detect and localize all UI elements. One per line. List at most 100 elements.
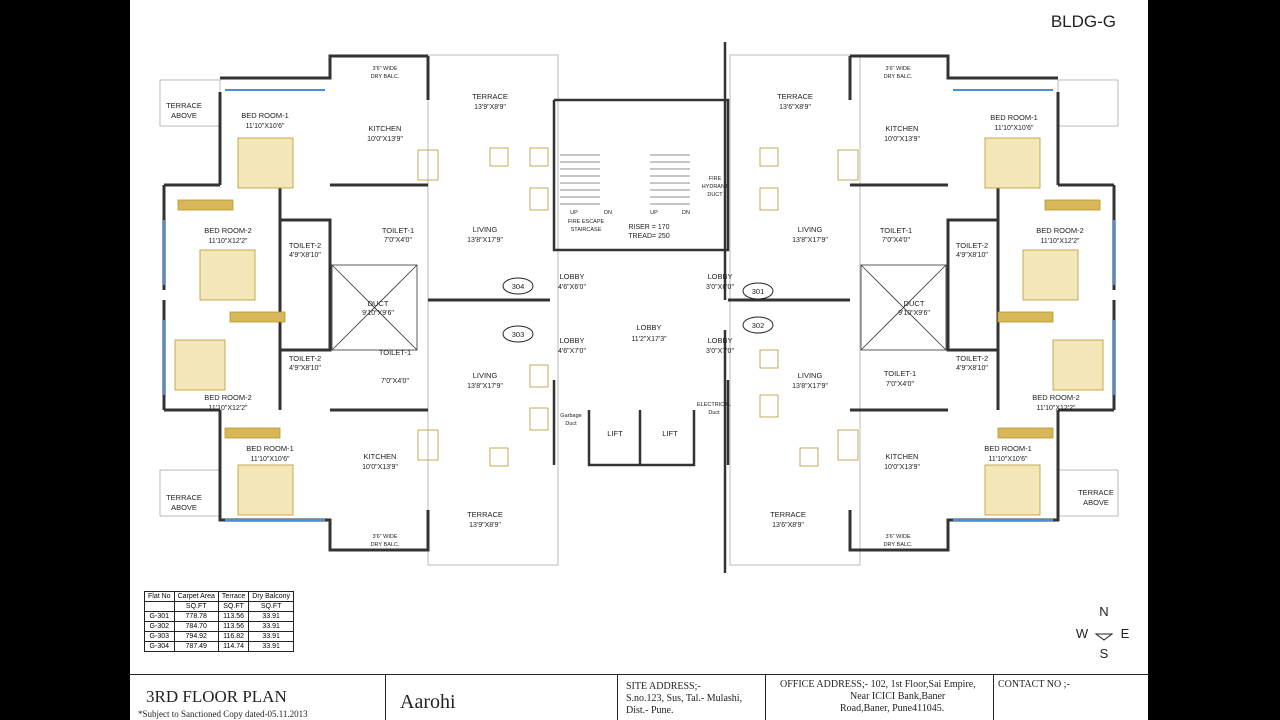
- kitchen-br: KITCHEN: [886, 452, 919, 461]
- lobby-302: LOBBY: [707, 336, 732, 345]
- living-tr-dim: 13'8"X17'9": [792, 237, 828, 244]
- site-address-3: Dist.- Pune.: [626, 705, 674, 716]
- table-cell: 113.56: [217, 611, 250, 622]
- terrace-above-br-2: ABOVE: [1083, 498, 1109, 507]
- bed2-tl: BED ROOM-2: [204, 226, 252, 235]
- bed2-br: BED ROOM-2: [1032, 393, 1080, 402]
- terrace-above-tl-2: ABOVE: [171, 111, 197, 120]
- bed1-tl: BED ROOM-1: [241, 111, 289, 120]
- compass-icon: N S W E: [1076, 604, 1130, 661]
- bed2-tl-dim: 11'10"X12'2": [208, 238, 248, 245]
- drybalc-tl-1: 3'6" WIDE: [372, 66, 397, 72]
- table-cell: 784.70: [173, 621, 219, 632]
- title-cell: 3RD FLOOR PLAN *Subject to Sanctioned Co…: [130, 675, 386, 720]
- living-br: LIVING: [798, 371, 823, 380]
- bed2-bl-dim: 11'10"X12'2": [208, 405, 248, 412]
- kitchen-tl: KITCHEN: [369, 124, 402, 133]
- terrace-tl: TERRACE: [472, 92, 508, 101]
- title-block: 3RD FLOOR PLAN *Subject to Sanctioned Co…: [130, 674, 1148, 720]
- toilet2-bl-dim: 4'9"X8'10": [289, 365, 321, 372]
- unit-cell: SQ.FT: [173, 601, 219, 612]
- table-cell: 33.91: [248, 631, 294, 642]
- unit-cell: [144, 601, 175, 612]
- lift-2: LIFT: [662, 429, 678, 438]
- table-cell: G-304: [144, 641, 175, 652]
- kitchen-tl-dim: 10'0"X13'9": [367, 136, 403, 143]
- bed1-tr: BED ROOM-1: [990, 113, 1038, 122]
- site-address-1: SITE ADDRESS;-: [626, 681, 701, 692]
- col-terrace: Terrace: [217, 591, 250, 602]
- toilet2-tl: TOILET-2: [289, 241, 321, 250]
- lobby-301: LOBBY: [707, 272, 732, 281]
- stair-up-left: UP: [570, 210, 578, 216]
- col-dry-balcony: Dry Balcony: [248, 591, 294, 602]
- kitchen-bl: KITCHEN: [364, 452, 397, 461]
- toilet2-bl: TOILET-2: [289, 354, 321, 363]
- table-row: G-302 784.70 113.56 33.91: [144, 621, 294, 632]
- drawing-title: 3RD FLOOR PLAN: [146, 687, 287, 706]
- drybalc-tr-1: 3'6" WIDE: [885, 66, 910, 72]
- bed1-br-dim: 11'10"X10'6": [988, 456, 1028, 463]
- terrace-tr: TERRACE: [777, 92, 813, 101]
- table-cell: 33.91: [248, 641, 294, 652]
- table-cell: G-301: [144, 611, 175, 622]
- toilet2-tr: TOILET-2: [956, 241, 988, 250]
- toilet1-br-dim: 7'0"X4'0": [886, 381, 914, 388]
- col-flat-no: Flat No: [144, 591, 175, 602]
- fire-escape-2: STAIRCASE: [571, 227, 602, 233]
- living-bl-dim: 13'8"X17'9": [467, 383, 503, 390]
- terrace-tr-dim: 13'6"X8'9": [779, 104, 811, 111]
- lobby-central-dim: 11'2"X17'3": [631, 336, 667, 343]
- bed2-tr: BED ROOM-2: [1036, 226, 1084, 235]
- stair-dn-left: DN: [604, 210, 612, 216]
- unit-cell: SQ.FT: [217, 601, 250, 612]
- drybalc-bl-1: 3'6" WIDE: [372, 534, 397, 540]
- compass-s: S: [1100, 646, 1109, 661]
- lobby-301-dim: 3'0"X6'0": [706, 284, 734, 291]
- office-address-1: OFFICE ADDRESS;- 102, 1st Floor,Sai Empi…: [780, 679, 976, 690]
- toilet2-tl-dim: 4'9"X8'10": [289, 252, 321, 259]
- toilet2-br: TOILET-2: [956, 354, 988, 363]
- terrace-br-dim: 13'6"X8'9": [772, 522, 804, 529]
- duct-left-dim: 9'10"X9'6": [362, 310, 394, 317]
- bed2-bl: BED ROOM-2: [204, 393, 252, 402]
- drybalc-br-1: 3'6" WIDE: [885, 534, 910, 540]
- project-name: Aarohi: [400, 691, 456, 713]
- terrace-bl: TERRACE: [467, 510, 503, 519]
- floor-plan: 304 301 303 302 TERRACE 13'9"X8'9" TERRA…: [159, 42, 1119, 573]
- electrical-duct-1: ELECTRICAL: [697, 402, 731, 408]
- toilet1-br: TOILET-1: [884, 369, 916, 378]
- kitchen-tr-dim: 10'0"X13'9": [884, 136, 920, 143]
- lobby-central: LOBBY: [636, 323, 661, 332]
- office-address-cell: OFFICE ADDRESS;- 102, 1st Floor,Sai Empi…: [766, 675, 994, 720]
- living-tl-dim: 13'8"X17'9": [467, 237, 503, 244]
- contact-label: CONTACT NO ;-: [998, 679, 1070, 690]
- lobby-302-dim: 3'0"X7'0": [706, 348, 734, 355]
- flat-304-label: 304: [512, 282, 525, 291]
- stair-up-right: UP: [650, 210, 658, 216]
- fire-hydrant-1: FIRE: [709, 176, 722, 182]
- area-table-header: Flat No Carpet Area Terrace Dry Balcony: [144, 591, 294, 602]
- table-cell: 778.78: [173, 611, 219, 622]
- terrace-above-br-1: TERRACE: [1078, 488, 1114, 497]
- garbage-duct-2: Duct: [565, 421, 577, 427]
- table-cell: 33.91: [248, 621, 294, 632]
- table-cell: 33.91: [248, 611, 294, 622]
- terrace-bl-dim: 13'9"X8'9": [469, 522, 501, 529]
- toilet1-tl: TOILET-1: [382, 226, 414, 235]
- bed1-bl: BED ROOM-1: [246, 444, 294, 453]
- toilet2-br-dim: 4'9"X8'10": [956, 365, 988, 372]
- lift-1: LIFT: [607, 429, 623, 438]
- unit-cell: SQ.FT: [248, 601, 294, 612]
- table-cell: 794.92: [173, 631, 219, 642]
- drybalc-tr-2: DRY BALC.: [884, 74, 913, 80]
- toilet1-tr-dim: 7'0"X4'0": [882, 237, 910, 244]
- electrical-duct-2: Duct: [708, 410, 720, 416]
- flat-301-label: 301: [752, 287, 765, 296]
- kitchen-br-dim: 10'0"X13'9": [884, 464, 920, 471]
- duct-left: DUCT: [368, 299, 389, 308]
- project-cell: Aarohi: [386, 675, 618, 720]
- office-address-2: Near ICICI Bank,Baner: [850, 691, 946, 702]
- drybalc-tl-2: DRY BALC.: [371, 74, 400, 80]
- toilet1-bl-dim: 7'0"X4'0": [381, 378, 409, 385]
